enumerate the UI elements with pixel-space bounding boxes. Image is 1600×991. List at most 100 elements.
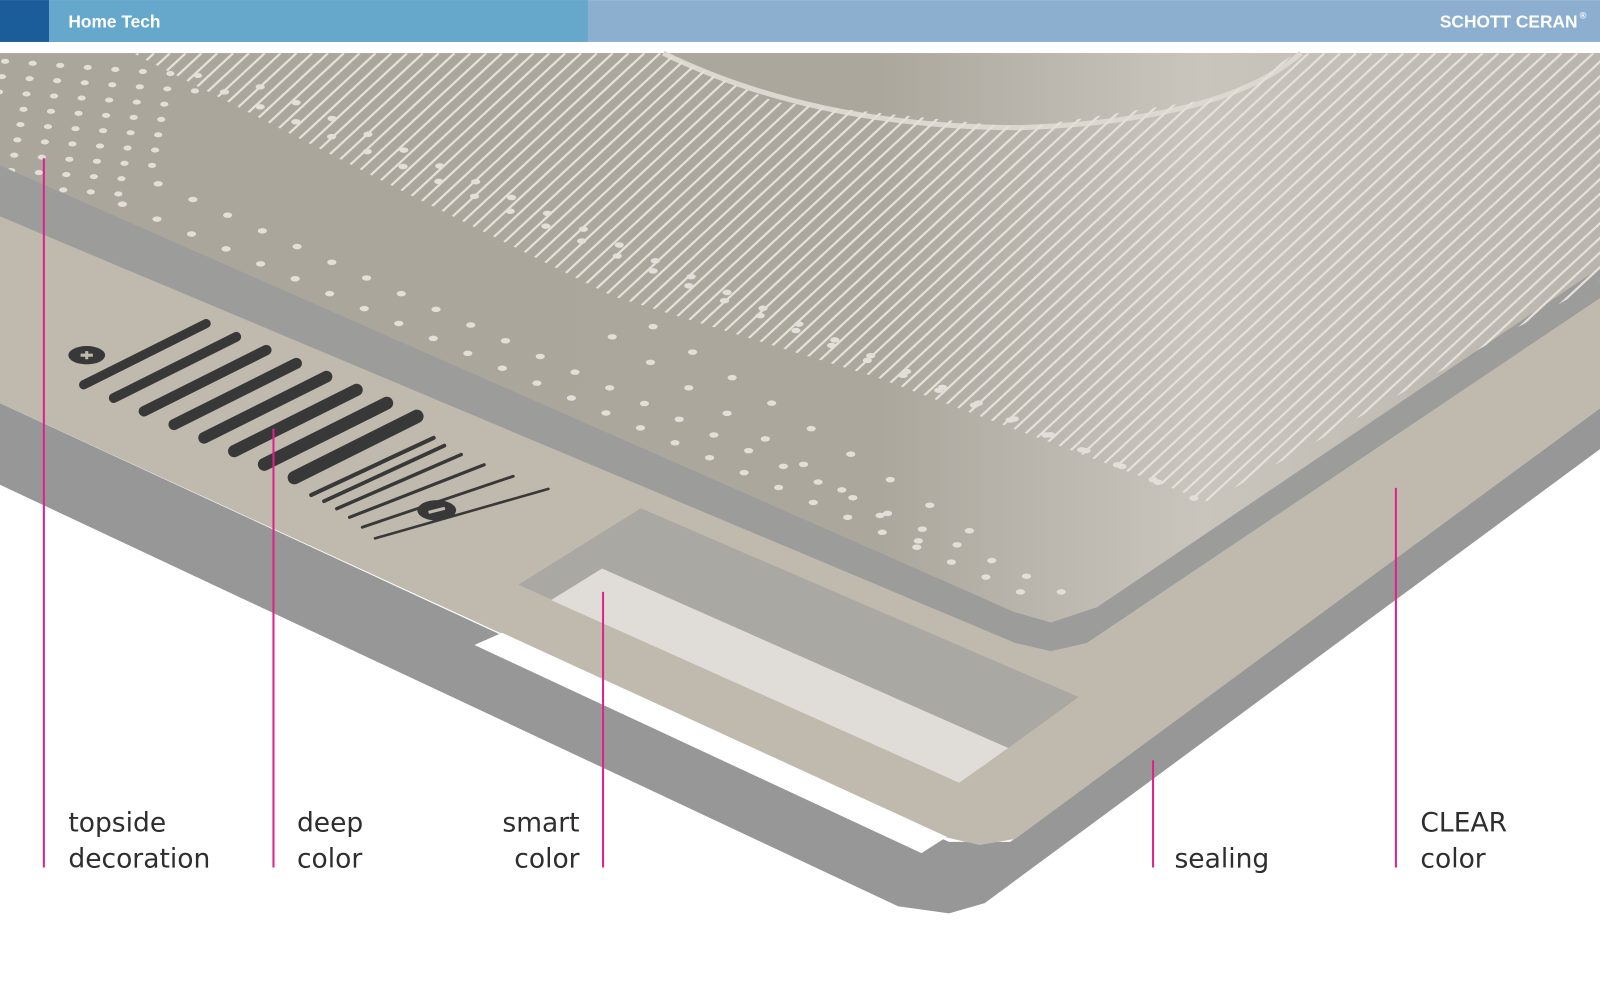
decoration-dot [98,128,108,134]
decoration-dot [981,574,991,580]
decoration-dot [466,322,476,328]
decoration-dot [362,148,372,155]
decoration-dot [120,160,129,166]
decoration-dot [68,141,77,147]
decoration-dot [722,410,732,417]
smart-color-area [518,508,1079,781]
decoration-dot [62,172,71,178]
decoration-dot [394,320,404,327]
decoration-dot [154,132,163,138]
decoration-dot [135,84,144,90]
decoration-dot [500,337,511,344]
decoration-line [1116,53,1600,503]
decoration-dot [686,273,696,280]
decoration-dot [778,463,788,470]
decoration-dot [399,147,409,153]
decoration-dot [570,369,580,375]
decoration-dot [973,400,984,406]
decoration-dot [684,385,694,391]
decoration-dot [727,374,737,381]
decoration-dot [129,114,138,120]
decoration-dot [709,432,719,438]
decoration-dot [744,447,754,454]
decoration-dot [1189,495,1199,501]
decoration-dot [65,156,74,162]
decoration-dot [221,246,231,252]
decoration-dot [28,60,37,66]
decoration-dot [639,400,650,407]
decoration-dot [123,145,132,151]
decoration-dot [760,436,770,442]
decoration-dot [885,476,895,483]
slider-bar [198,370,333,444]
frame-side [0,403,1600,914]
slider-bar-fine [322,443,447,504]
decoration-dot [912,544,922,550]
decoration-dot [670,440,680,446]
decoration-dot [53,78,62,84]
decoration-dot [875,512,885,519]
callout-clear-color: CLEAR color [1420,808,1507,875]
label-line: sealing [1174,843,1269,874]
decoration-dot [363,131,373,138]
decoration-dot [704,454,715,461]
decoration-dot [791,327,801,334]
decoration-dot [1153,479,1163,485]
decoration-dot [952,542,962,548]
decoration-dot [1009,416,1019,422]
decoration-dot [40,139,49,145]
registered-mark: ® [1580,10,1587,20]
decoration-dot [578,226,588,232]
decoration-dot [719,297,730,304]
decoration-dot [291,99,301,106]
decoration-dot [925,502,935,508]
glass-top [0,53,1600,623]
decoration-dot [95,143,105,149]
decoration-dot [291,119,301,125]
decoration-dot [1015,589,1025,595]
decoration-dot [674,416,684,422]
decoration-dot [223,212,233,218]
decoration-dot [532,380,542,386]
slider-bar [108,331,242,403]
decoration-dot [614,242,624,248]
decoration-dot [577,238,587,244]
smart-color-display [551,568,1009,783]
decoration-dot [138,68,147,75]
decoration-dot [684,283,694,289]
decoration-dot [794,321,804,327]
decoration-dot [102,112,111,118]
decoration-dot [798,461,809,468]
decoration-dot [13,137,22,143]
decoration-dot [219,89,230,95]
decoration-dot [359,305,369,312]
decoration-dot [290,275,300,282]
decoration-dot [77,95,86,101]
label-line: smart [502,808,579,839]
decoration-dot [601,410,611,416]
decoration-dot [10,152,19,158]
decoration-dot [648,268,658,274]
decoration-dot [186,231,197,237]
decoration-dot [431,306,441,313]
decoration-dot [848,494,858,501]
decoration-dot [1021,573,1032,579]
decoration-dot [74,110,83,116]
decoration-dot [837,487,847,493]
decoration-dot [16,122,25,128]
decoration-dot [1081,447,1091,454]
decoration-dot [535,353,545,360]
decoration-dot [688,349,698,355]
callout-topside-decoration: topside decoration [68,808,210,875]
label-line: color [514,843,579,874]
decoration-dot [1056,589,1066,595]
decoration-line [1100,53,1600,503]
decoration-dot [193,73,203,79]
decoration-dot [105,97,114,103]
decoration-dot [566,395,577,401]
decoration-dot [153,181,163,187]
decoration-dot [827,342,837,349]
decoration-dot [256,261,266,267]
decoration-dot [22,91,31,97]
